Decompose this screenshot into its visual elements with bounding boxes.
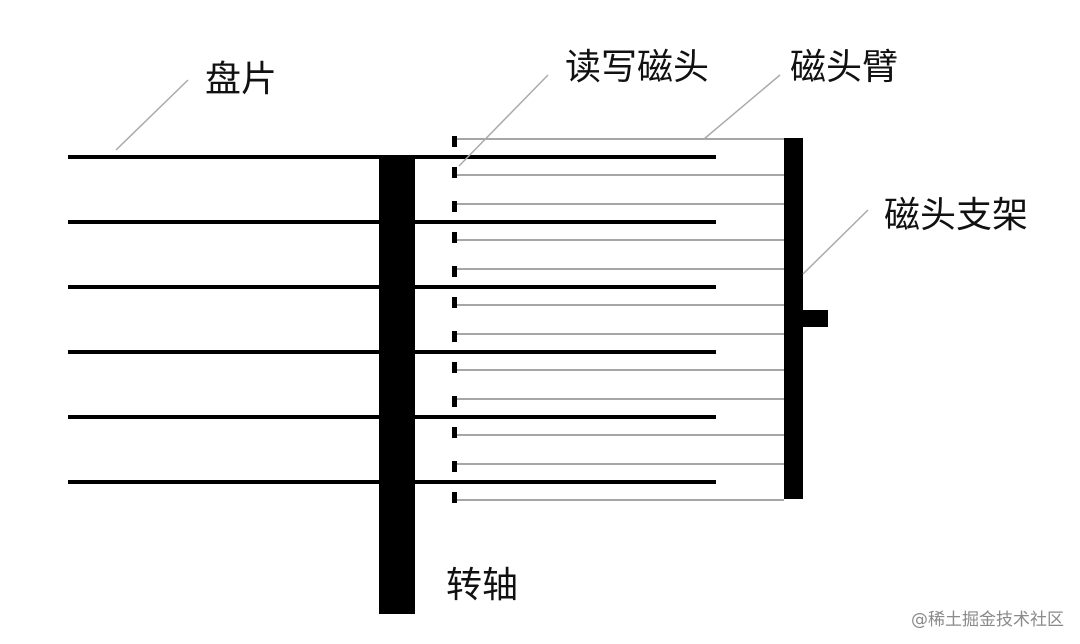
read-write-head-lower [452,492,457,503]
read-write-head-lower [452,167,457,178]
platter-leader-line [115,79,189,151]
read-write-head-upper [452,331,457,342]
read-write-head-lower [452,297,457,308]
read-write-head-upper [452,461,457,472]
head-arm-leader-line [703,74,781,140]
head-arm-group [457,138,784,501]
read-write-head-upper [452,201,457,212]
read-write-head-upper [452,136,457,147]
read-write-head-label: 读写磁头 [565,47,710,88]
read-write-head-lower [452,362,457,373]
read-write-head-lower [452,232,457,243]
read-write-head-leader-line [458,74,549,167]
head-bracket-label: 磁头支架 [884,195,1029,236]
watermark-text: @稀土掘金技术社区 [911,610,1064,630]
read-write-head-group [452,136,457,503]
read-write-head-lower [452,427,457,438]
spindle-shaft [379,156,415,614]
read-write-head-upper [452,266,457,277]
head-bracket-leader-line [802,209,869,275]
platter-label: 盘片 [205,59,278,100]
head-bracket-pivot [803,310,828,327]
read-write-head-upper [452,396,457,407]
head-bracket-bar [784,138,803,499]
spindle-label: 转轴 [446,565,519,606]
head-arm-label: 磁头臂 [790,47,899,88]
